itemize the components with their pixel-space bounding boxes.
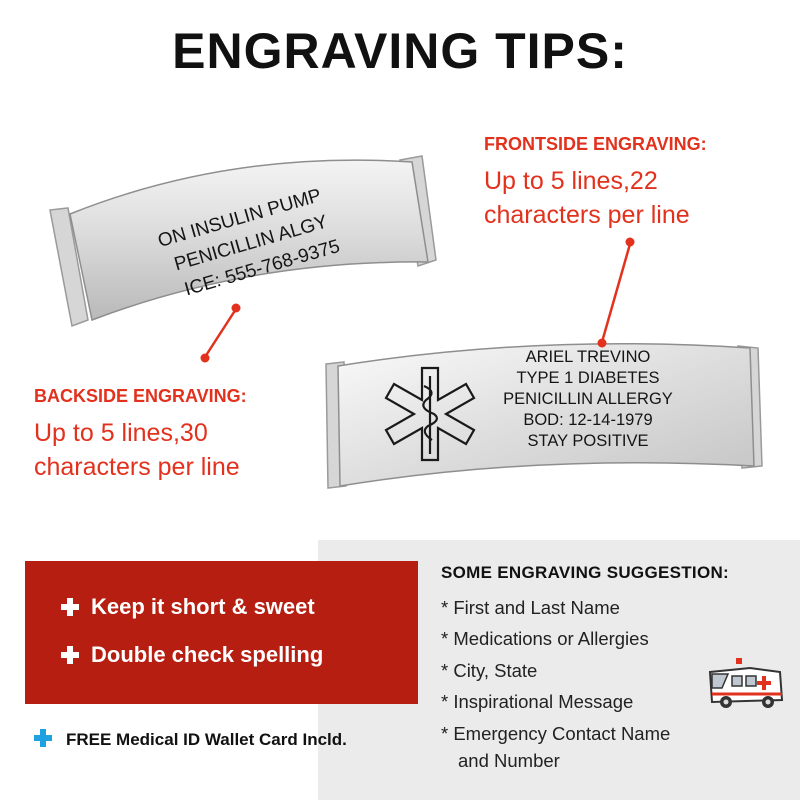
free-wallet-card-text: FREE Medical ID Wallet Card Incld.: [66, 730, 347, 749]
frontside-heading: FRONTSIDE ENGRAVING:: [484, 134, 707, 154]
tips-panel: Keep it short & sweet Double check spell…: [25, 561, 418, 704]
tip-item: Keep it short & sweet: [61, 594, 315, 620]
suggestions-heading: SOME ENGRAVING SUGGESTION:: [441, 563, 730, 582]
suggestion-item: and Number: [458, 750, 560, 771]
frontside-plate-line-4: BOD: 12-14-1979: [523, 411, 652, 429]
plus-icon: [61, 598, 79, 616]
suggestion-item: * City, State: [441, 660, 538, 681]
free-wallet-card: FREE Medical ID Wallet Card Incld.: [34, 729, 347, 751]
suggestion-item: * Emergency Contact Name: [441, 723, 671, 744]
frontside-line-1: Up to 5 lines,22: [484, 167, 658, 195]
backside-heading: BACKSIDE ENGRAVING:: [34, 386, 247, 406]
suggestion-item: * First and Last Name: [441, 597, 620, 618]
tip-text: Double check spelling: [91, 642, 324, 667]
plus-icon: [34, 729, 56, 751]
frontside-line-2: characters per line: [484, 201, 690, 229]
pointer-lines: [200, 237, 635, 363]
suggestion-item: * Inspirational Message: [441, 691, 634, 712]
star-of-life-icon: [384, 366, 476, 462]
frontside-plate: ARIEL TREVINO TYPE 1 DIABETES PENICILLIN…: [325, 343, 763, 489]
tip-item: Double check spelling: [61, 642, 323, 668]
backside-line-2: characters per line: [34, 453, 240, 481]
backside-line-1: Up to 5 lines,30: [34, 419, 208, 447]
tip-text: Keep it short & sweet: [91, 594, 315, 619]
page-title: ENGRAVING TIPS:: [172, 23, 628, 79]
suggestion-item: * Medications or Allergies: [441, 628, 649, 649]
frontside-plate-line-1: ARIEL TREVINO: [526, 348, 651, 366]
plus-icon: [61, 646, 79, 664]
frontside-plate-line-2: TYPE 1 DIABETES: [516, 369, 659, 387]
backside-plate: ON INSULIN PUMP PENICILLIN ALGY ICE: 555…: [49, 155, 437, 328]
frontside-plate-line-5: STAY POSITIVE: [527, 432, 648, 450]
frontside-plate-line-3: PENICILLIN ALLERGY: [503, 390, 673, 408]
ambulance-icon: [708, 658, 784, 708]
